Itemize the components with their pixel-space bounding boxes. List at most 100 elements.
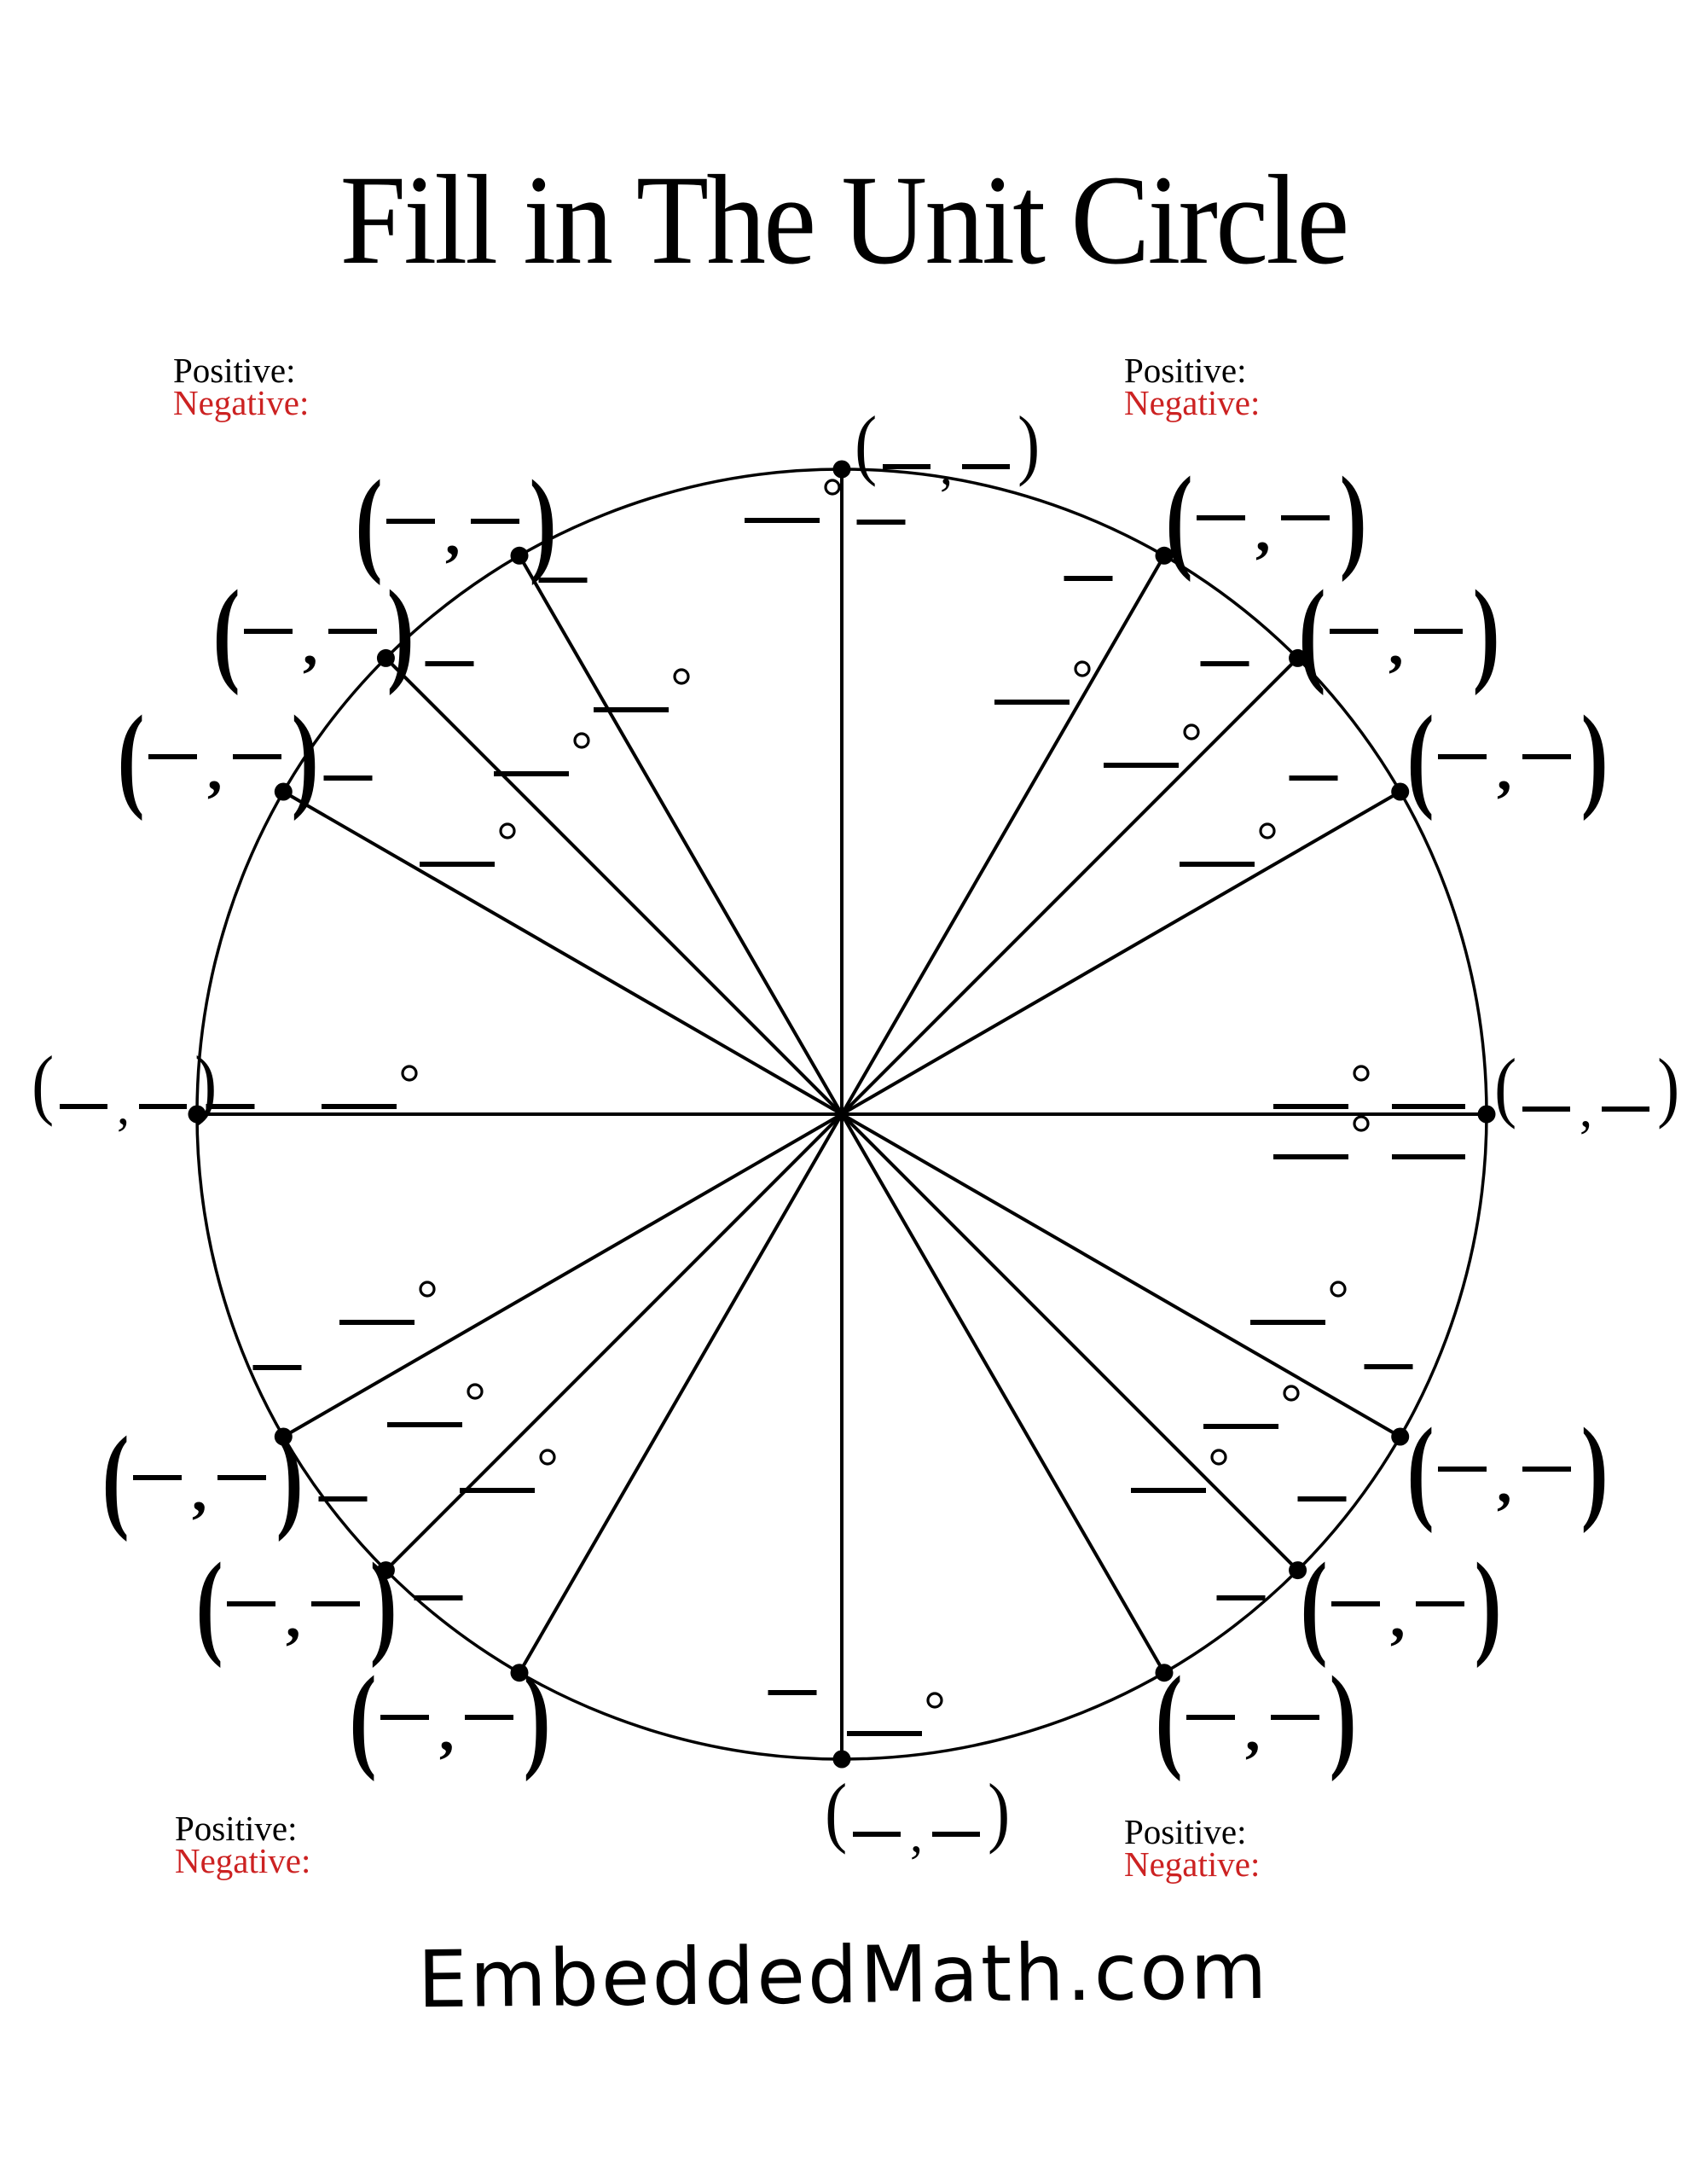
degrees-blank-270 [847, 1731, 922, 1736]
negative-label: Negative: [1124, 1844, 1261, 1884]
point-dot-270 [832, 1750, 851, 1769]
paren-open-icon: ( [1155, 1652, 1183, 1782]
x-coordinate-blank [244, 629, 293, 634]
degree-symbol-300 [1210, 1449, 1227, 1466]
positive-label: Positive: [173, 351, 296, 390]
paren-open-icon: ( [1298, 566, 1326, 696]
x-coordinate-blank [1186, 1715, 1235, 1720]
paren-close-icon: ) [275, 1412, 303, 1542]
coordinate-blank-150: (,) [117, 691, 318, 822]
radians-blank-60 [1064, 576, 1113, 581]
y-coordinate-blank [217, 1475, 266, 1480]
degrees-blank-315 [1203, 1424, 1278, 1429]
radians-blank-315 [1297, 1496, 1347, 1502]
point-dot-120 [510, 546, 529, 565]
degrees-blank-150 [420, 862, 495, 867]
paren-close-icon: ) [386, 566, 414, 696]
y-coordinate-blank [1280, 515, 1330, 520]
degrees-blank-120 [594, 707, 669, 712]
positive-label: Positive: [175, 1809, 298, 1848]
radians-blank-30 [1289, 775, 1338, 781]
corner-labels-top-right: Positive:Negative: [1124, 351, 1261, 422]
paren-open-icon: ( [355, 456, 383, 586]
degree-symbol-150 [499, 822, 516, 839]
degree-symbol-360 [1353, 1115, 1370, 1132]
negative-label: Negative: [173, 383, 310, 422]
coordinate-blank-30: (,) [1406, 691, 1608, 822]
positive-label: Positive: [1124, 351, 1247, 390]
degree-symbol-90 [824, 479, 841, 496]
radians-blank-240 [414, 1595, 463, 1600]
paren-open-icon: ( [1165, 452, 1193, 583]
negative-label: Negative: [175, 1841, 311, 1880]
paren-open-icon: ( [1406, 691, 1435, 822]
radians-blank-150 [323, 775, 373, 781]
coordinate-blank-135: (,) [212, 566, 414, 696]
paren-open-icon: ( [855, 400, 878, 487]
radians-blank-90 [856, 520, 906, 525]
degrees-blank-90 [745, 518, 820, 523]
point-dot-315 [1289, 1561, 1307, 1580]
degrees-blank-330 [1250, 1320, 1325, 1325]
paren-open-icon: ( [212, 566, 241, 696]
paren-close-icon: ) [194, 1040, 217, 1127]
radians-blank-0 [1392, 1104, 1465, 1109]
degrees-blank-360 [1273, 1154, 1348, 1159]
negative-label: Negative: [1124, 383, 1261, 422]
radians-blank-120 [538, 578, 588, 583]
paren-open-icon: ( [101, 1412, 130, 1542]
paren-open-icon: ( [1494, 1043, 1517, 1130]
x-coordinate-blank [1330, 629, 1378, 634]
y-coordinate-blank [470, 519, 519, 524]
x-coordinate-blank [60, 1104, 107, 1109]
point-dot-180 [188, 1105, 206, 1124]
degrees-blank-300 [1131, 1488, 1206, 1493]
point-dot-330 [1391, 1427, 1410, 1446]
coordinate-blank-270: (,) [825, 1768, 1011, 1862]
paren-open-icon: ( [349, 1652, 377, 1782]
x-coordinate-blank [1438, 1467, 1487, 1472]
radians-blank-180 [206, 1104, 255, 1109]
radians-blank-360 [1392, 1154, 1465, 1159]
degree-symbol-0 [1353, 1065, 1370, 1082]
page-title: Fill in The Unit Circle [339, 149, 1350, 291]
y-coordinate-blank [139, 1104, 187, 1109]
corner-labels-bottom-left: Positive:Negative: [175, 1809, 311, 1880]
degree-symbol-270 [926, 1692, 943, 1709]
coordinate-blank-330: (,) [1406, 1403, 1608, 1534]
degree-symbol-30 [1259, 822, 1276, 839]
point-dot-45 [1289, 648, 1307, 667]
y-coordinate-blank [962, 464, 1010, 469]
radians-blank-225 [318, 1496, 368, 1502]
paren-open-icon: ( [1406, 1403, 1435, 1534]
point-dot-225 [376, 1561, 395, 1580]
point-dot-300 [1155, 1664, 1174, 1682]
point-dot-90 [832, 460, 851, 479]
degree-symbol-135 [573, 732, 590, 749]
coordinate-blank-240: (,) [349, 1652, 550, 1782]
degrees-blank-240 [460, 1488, 535, 1493]
coordinate-blank-180: (,) [32, 1040, 217, 1135]
paren-open-icon: ( [32, 1040, 55, 1127]
paren-open-icon: ( [1300, 1538, 1328, 1669]
x-coordinate-blank [883, 464, 930, 469]
corner-labels-top-left: Positive:Negative: [173, 351, 310, 422]
coordinate-blank-225: (,) [195, 1538, 397, 1669]
corner-labels-bottom-right: Positive:Negative: [1124, 1815, 1261, 1884]
paren-close-icon: ) [1474, 1538, 1501, 1669]
coordinate-blank-0: (,) [1494, 1043, 1680, 1137]
degrees-blank-30 [1180, 862, 1255, 867]
paren-open-icon: ( [117, 691, 145, 822]
degree-symbol-120 [673, 668, 690, 685]
paren-close-icon: ) [1339, 452, 1366, 583]
y-coordinate-blank [310, 1601, 360, 1606]
y-coordinate-blank [464, 1715, 513, 1720]
radians-blank-45 [1200, 661, 1249, 666]
paren-close-icon: ) [1017, 400, 1041, 487]
y-coordinate-blank [932, 1832, 980, 1837]
spoke-line-150-330 [282, 790, 1401, 1438]
paren-close-icon: ) [523, 1652, 550, 1782]
degree-symbol-45 [1183, 723, 1200, 741]
x-coordinate-blank [1522, 1107, 1570, 1112]
